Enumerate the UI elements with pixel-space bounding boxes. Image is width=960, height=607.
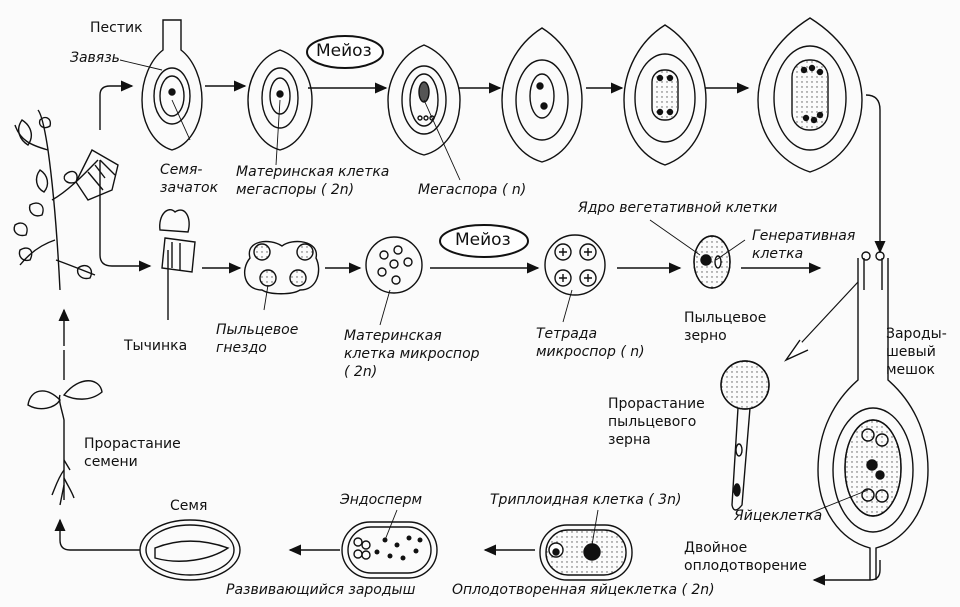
tetrad-label-2: микроспор ( n) xyxy=(536,344,645,360)
germinating-pollen-grain-icon xyxy=(720,360,770,511)
megaspore-label: Мегаспора ( n) xyxy=(418,182,527,198)
pollen-germination-label-1: Прорастание xyxy=(608,396,705,412)
pollen-sac-label-1: Пыльцевое xyxy=(216,322,299,338)
double-fertilization-label-1: Двойное xyxy=(684,540,748,556)
zygote-icon xyxy=(539,524,633,581)
developing-embryo-label: Развивающийся зародыш xyxy=(226,582,416,598)
pistil-label: Пестик xyxy=(90,20,143,36)
ovule-label-1: Семя- xyxy=(160,162,203,178)
pollen-germination-label-3: зерна xyxy=(608,432,651,448)
pollen-grain-icon xyxy=(693,235,731,289)
mature-embryo-sac-icon xyxy=(757,17,863,173)
pollen-sac-label-2: гнездо xyxy=(216,340,267,356)
egg-cell-label: Яйцеклетка xyxy=(734,508,823,524)
pollen-grain-label-2: зерно xyxy=(684,328,727,344)
megaspore-mother-cell-icon xyxy=(247,49,313,151)
embryo-sac-development-1-icon xyxy=(501,27,583,163)
seed-germination-label-2: семени xyxy=(84,454,138,470)
microspore-tetrad-icon xyxy=(544,234,606,296)
pistil-ovule-icon xyxy=(141,19,203,151)
megaspore-icon xyxy=(387,44,461,156)
seedling-icon xyxy=(27,380,103,506)
meiosis-label-mid-shape xyxy=(439,224,529,258)
ovary-label: Завязь xyxy=(70,50,120,66)
embryo-sac-label-2: шевый xyxy=(886,344,936,360)
vegetative-nucleus-label: Ядро вегетативной клетки xyxy=(578,200,778,216)
embryo-sac-label-3: мешок xyxy=(886,362,936,378)
embryo-sac-label-1: Зароды- xyxy=(886,326,947,342)
stamen-label: Тычинка xyxy=(124,338,188,354)
megaspore-mother-cell-label-1: Материнская клетка xyxy=(236,164,390,180)
ovule-label-2: зачаток xyxy=(160,180,219,196)
microspore-mother-cell-label-1: Материнская xyxy=(344,328,442,344)
pollen-germination-label-2: пыльцевого xyxy=(608,414,697,430)
microspore-mother-cell-label-3: ( 2n) xyxy=(344,364,378,380)
triploid-cell-label: Триплоидная клетка ( 3n) xyxy=(490,492,682,508)
generative-cell-label-1: Генеративная xyxy=(752,228,856,244)
developing-embryo-icon xyxy=(341,521,438,579)
stamen-icon xyxy=(159,209,196,320)
meiosis-label-top: Мейоз xyxy=(316,41,372,61)
embryo-sac-development-2-icon xyxy=(623,24,707,166)
meiosis-label-mid: Мейоз xyxy=(455,230,511,250)
pollen-grain-label-1: Пыльцевое xyxy=(684,310,767,326)
endosperm-label: Эндосперм xyxy=(340,492,423,508)
generative-cell-label-2: клетка xyxy=(752,246,804,262)
tetrad-label-1: Тетрада xyxy=(536,326,598,342)
fertilized-egg-label: Оплодотворенная яйцеклетка ( 2n) xyxy=(452,582,715,598)
pistil-embryo-sac-icon xyxy=(817,251,929,580)
microspore-mother-cell-icon xyxy=(365,236,423,294)
megaspore-mother-cell-label-2: мегаспоры ( 2n) xyxy=(236,182,355,198)
seed-germination-label-1: Прорастание xyxy=(84,436,181,452)
double-fertilization-label-2: оплодотворение xyxy=(684,558,807,574)
seed-icon xyxy=(139,519,241,581)
pollen-sac-icon xyxy=(243,240,320,295)
meiosis-label-top-shape xyxy=(306,35,384,69)
microspore-mother-cell-label-2: клетка микроспор xyxy=(344,346,480,362)
seed-label: Семя xyxy=(170,498,208,514)
